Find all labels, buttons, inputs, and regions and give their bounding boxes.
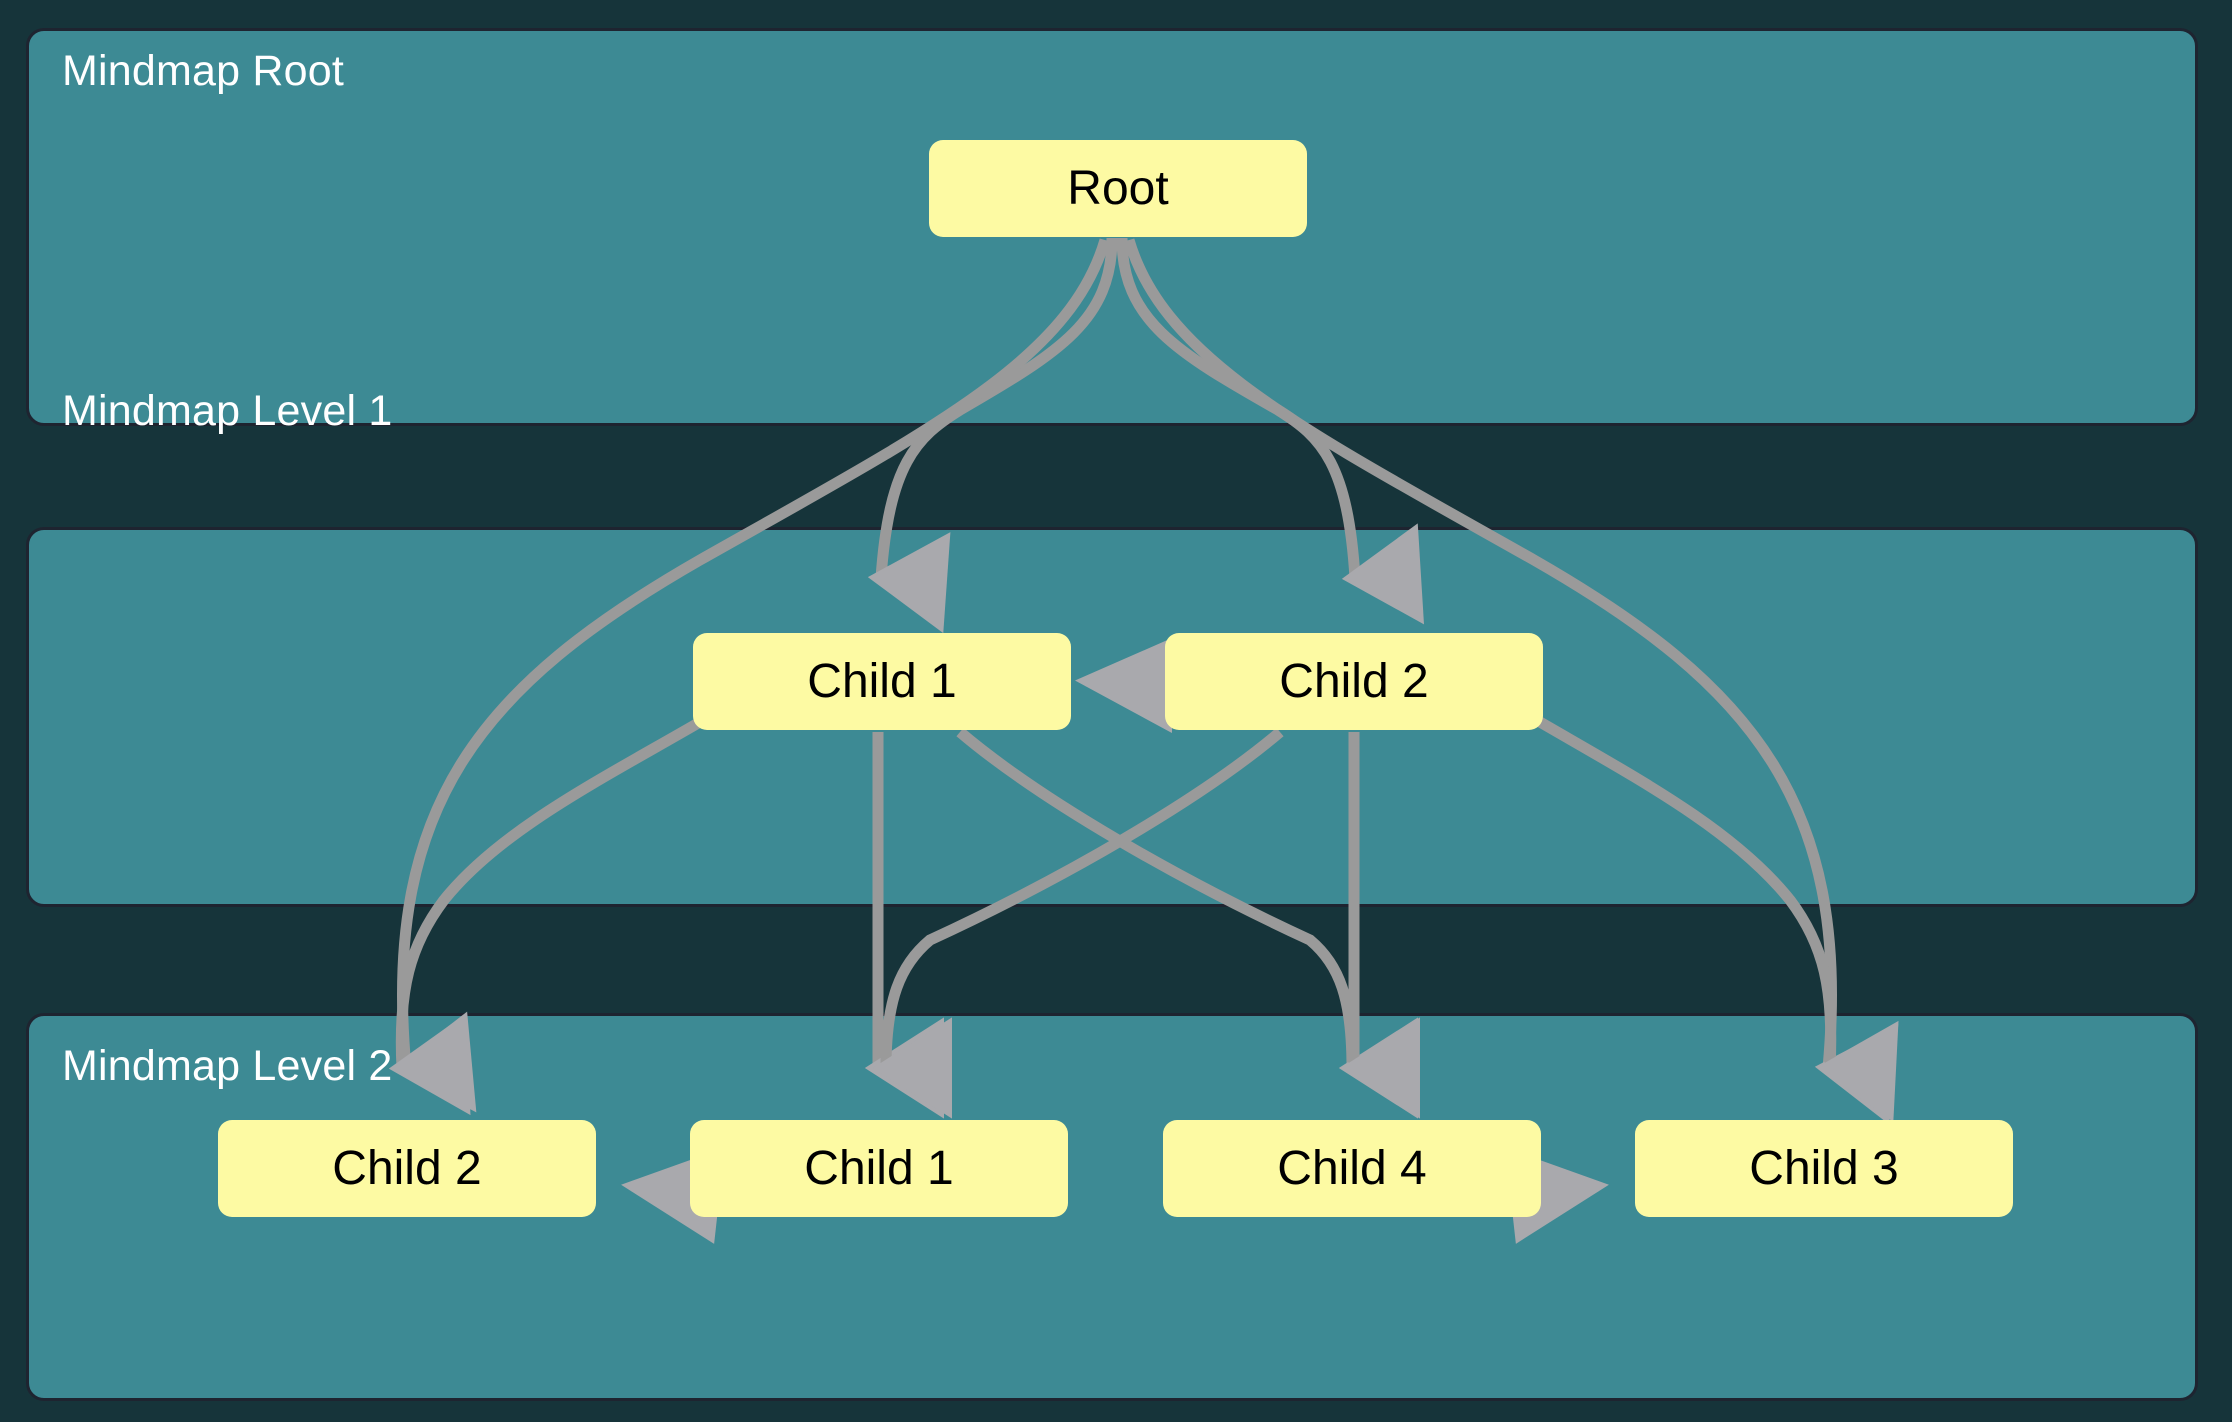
- node-level2-child-3[interactable]: Child 3: [1635, 1120, 2013, 1217]
- node-level1-child-2[interactable]: Child 2: [1165, 633, 1543, 730]
- cluster-label-mindmap-root: Mindmap Root: [62, 47, 345, 95]
- cluster-label-mindmap-level-2: Mindmap Level 2: [62, 1042, 393, 1090]
- cluster-label-mindmap-level-1: Mindmap Level 1: [62, 387, 393, 435]
- node-level2-child-4[interactable]: Child 4: [1163, 1120, 1541, 1217]
- cluster-mindmap-level-1[interactable]: [26, 527, 2198, 907]
- node-level2-child-2[interactable]: Child 2: [218, 1120, 596, 1217]
- node-root[interactable]: Root: [929, 140, 1307, 237]
- node-level2-child-1[interactable]: Child 1: [690, 1120, 1068, 1217]
- node-level1-child-1[interactable]: Child 1: [693, 633, 1071, 730]
